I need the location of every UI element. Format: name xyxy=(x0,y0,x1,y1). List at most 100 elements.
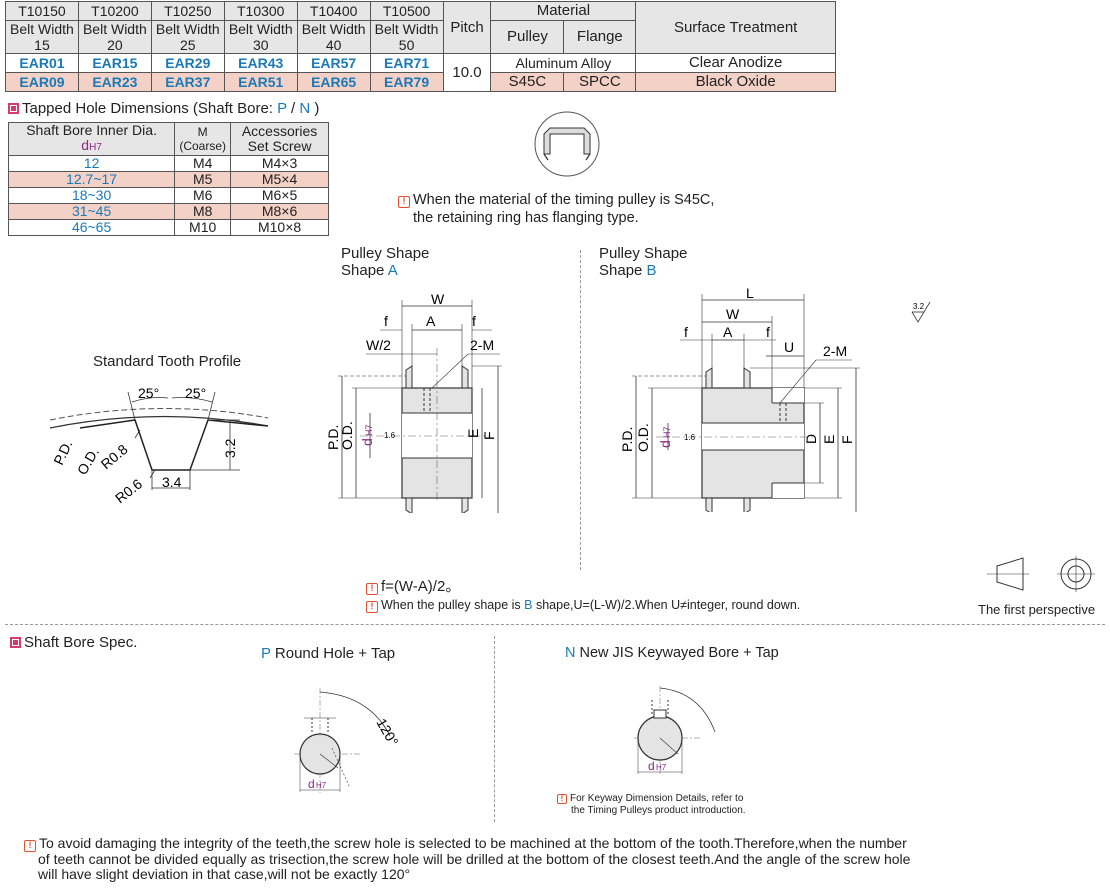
spec-table: T10150 T10200 T10250 T10300 T10400 T1050… xyxy=(5,1,836,92)
warning-icon: ! xyxy=(366,601,378,613)
u-label: U xyxy=(784,339,794,355)
series-header: T10400 xyxy=(296,1,371,21)
part-code[interactable]: EAR65 xyxy=(296,72,371,92)
od-label: O.D. xyxy=(635,423,651,452)
dia-header: Shaft Bore Inner Dia.dH7 xyxy=(7,122,176,156)
formula-notes: !f=(W-A)/2。 !When the pulley shape is B … xyxy=(366,578,800,614)
perspective-label: The first perspective xyxy=(978,602,1096,617)
part-code[interactable]: EAR09 xyxy=(5,72,79,92)
dia-cell: 12.7~17 xyxy=(7,171,176,188)
ring-note: !When the material of the timing pulley … xyxy=(398,191,714,227)
fdim-label: F xyxy=(839,435,855,444)
screw-cell: M8×6 xyxy=(230,203,329,220)
w-label: W xyxy=(726,306,740,322)
w2-label: W/2 xyxy=(366,337,391,353)
part-code[interactable]: EAR57 xyxy=(296,53,371,73)
part-code[interactable]: EAR51 xyxy=(223,72,298,92)
bore-h7-label: H7 xyxy=(316,781,327,790)
screw-cell: M5×4 xyxy=(230,171,329,188)
surface-header: Surface Treatment xyxy=(635,1,836,54)
f-left-label: f xyxy=(684,324,688,340)
w-label: W xyxy=(431,291,445,307)
part-code[interactable]: EAR71 xyxy=(369,53,444,73)
dia-cell: 46~65 xyxy=(7,219,176,236)
warning-icon: ! xyxy=(398,196,410,208)
series-header: T10500 xyxy=(369,1,444,21)
shape-a-diagram: W A f f W/2 2-M P.D. O.D. d H7 1.6 E F xyxy=(325,291,502,513)
n-bore-title: N New JIS Keywayed Bore + Tap xyxy=(565,645,779,661)
dia-cell: 18~30 xyxy=(7,187,176,204)
fdim-label: F xyxy=(481,431,497,440)
material-value: Aluminum Alloy xyxy=(490,53,637,73)
m-cell: M8 xyxy=(174,203,232,220)
part-code[interactable]: EAR29 xyxy=(150,53,225,73)
pulley-material: S45C xyxy=(490,72,565,92)
r08-label: R0.8 xyxy=(98,441,131,472)
od-label: O.D. xyxy=(339,421,355,450)
bore-h7-label: H7 xyxy=(364,424,374,436)
part-code[interactable]: EAR79 xyxy=(369,72,444,92)
tapped-hole-title: Tapped Hole Dimensions (Shaft Bore: P / … xyxy=(8,100,319,117)
f-right-label: f xyxy=(472,313,476,329)
surface-value: Black Oxide xyxy=(635,72,836,92)
bore-h7-label: H7 xyxy=(656,763,667,772)
section-icon xyxy=(10,637,21,648)
p-bore-diagram: 120° d H7 xyxy=(294,688,402,793)
part-code[interactable]: EAR15 xyxy=(77,53,152,73)
series-header: T10150 xyxy=(5,1,79,21)
divider-vertical xyxy=(580,250,581,570)
bore-d-label: d xyxy=(308,777,315,791)
keyway-note: !For Keyway Dimension Details, refer to … xyxy=(557,793,746,817)
shape-a-title: Pulley Shape Shape A xyxy=(341,245,430,279)
dia-cell: 12 xyxy=(7,155,176,172)
shape-b-diagram: L W A f f U 2-M P.D. O.D. d H7 1.6 D E F xyxy=(619,285,860,512)
first-perspective-symbol xyxy=(987,556,1095,592)
tooth-width-label: 3.4 xyxy=(162,474,182,490)
m-cell: M6 xyxy=(174,187,232,204)
m-header: M(Coarse) xyxy=(174,122,232,156)
angle-label: 120° xyxy=(373,716,401,749)
series-header: T10300 xyxy=(223,1,298,21)
part-code[interactable]: EAR23 xyxy=(77,72,152,92)
bore-d-label: d xyxy=(359,438,375,446)
section-icon xyxy=(8,103,19,114)
tooth-depth-label: 3.2 xyxy=(222,438,238,458)
roughness-label: 1.6 xyxy=(684,433,696,442)
pd-label: P.D. xyxy=(619,427,635,452)
divider-horizontal xyxy=(5,624,1105,625)
warning-icon: ! xyxy=(557,794,567,804)
p-bore-title: P Round Hole + Tap xyxy=(261,645,396,662)
series-header: T10250 xyxy=(150,1,225,21)
divider-vertical-2 xyxy=(494,636,495,822)
series-header: T10200 xyxy=(77,1,152,21)
f-left-label: f xyxy=(384,313,388,329)
tap-label: 2-M xyxy=(470,337,494,353)
part-code[interactable]: EAR43 xyxy=(223,53,298,73)
pulley-header: Pulley xyxy=(490,20,565,54)
flange-header: Flange xyxy=(563,20,637,54)
a-label: A xyxy=(723,324,733,340)
m-cell: M10 xyxy=(174,219,232,236)
screw-cell: M4×3 xyxy=(230,155,329,172)
part-code[interactable]: EAR01 xyxy=(5,53,79,73)
part-code[interactable]: EAR37 xyxy=(150,72,225,92)
m-cell: M5 xyxy=(174,171,232,188)
n-bore-diagram: d H7 xyxy=(634,686,716,774)
shaft-bore-title: Shaft Bore Spec. xyxy=(10,634,137,651)
warning-icon: ! xyxy=(366,583,378,595)
bottom-note: !To avoid damaging the integrity of the … xyxy=(24,836,1104,882)
screw-cell: M10×8 xyxy=(230,219,329,236)
pitch-header: Pitch xyxy=(442,1,492,54)
pitch-value: 10.0 xyxy=(442,53,492,92)
flange-material: SPCC xyxy=(563,72,637,92)
tooth-profile-diagram: 25° 25° 3.4 3.2 P.D. O.D. R0.8 R0.6 xyxy=(49,385,269,506)
angle-left-label: 25° xyxy=(138,385,159,401)
l-label: L xyxy=(746,285,754,301)
retaining-ring-diagram xyxy=(534,111,600,177)
angle-right-label: 25° xyxy=(185,385,206,401)
